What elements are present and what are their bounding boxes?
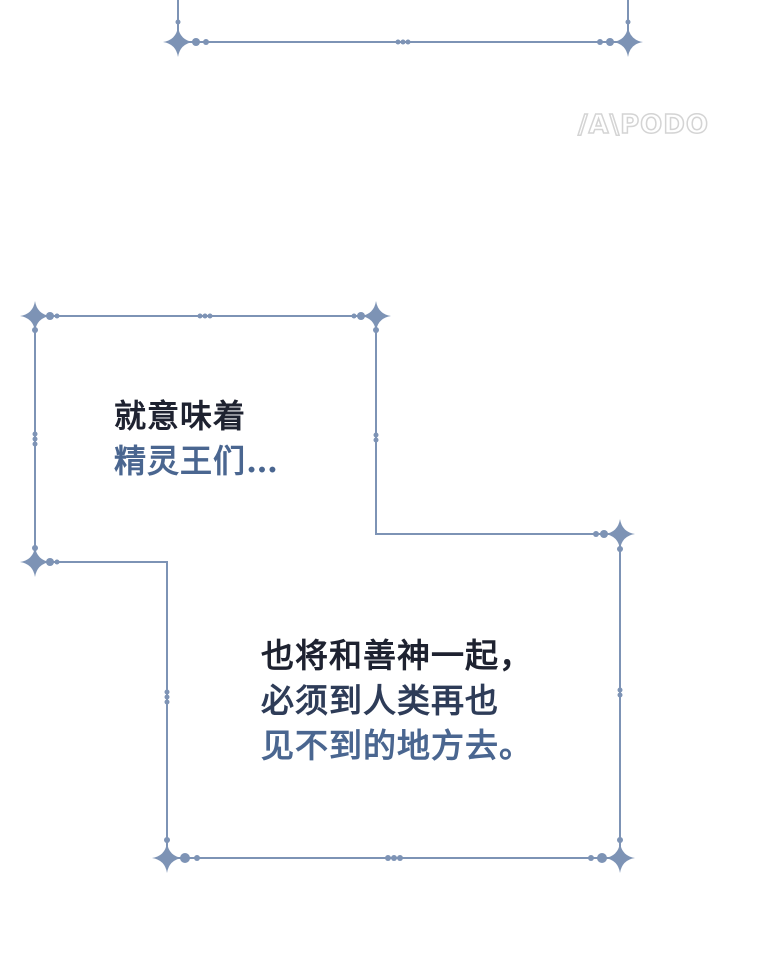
- star-ornament-icon: [20, 301, 50, 331]
- caption-block-1: 就意味着 精灵王们…: [114, 394, 279, 484]
- star-ornament-icon: [605, 843, 635, 873]
- caption-line: 见不到的地方去。: [261, 726, 533, 765]
- star-ornament-icon: [613, 27, 643, 57]
- star-ornament-icon: [605, 519, 635, 549]
- caption-line: 精灵王们…: [114, 442, 280, 480]
- caption-line: 也将和善神一起，: [261, 636, 533, 675]
- publisher-watermark: /A\PODO: [577, 109, 709, 141]
- star-ornament-icon: [361, 301, 391, 331]
- star-ornament-icon: [152, 843, 182, 873]
- caption-line: 必须到人类再也: [261, 681, 499, 720]
- top-frame-border: [177, 0, 629, 43]
- star-ornament-icon: [20, 547, 50, 577]
- star-ornament-icon: [163, 27, 193, 57]
- caption-block-2: 也将和善神一起， 必须到人类再也 见不到的地方去。: [261, 633, 533, 768]
- caption-line: 就意味着: [114, 397, 247, 435]
